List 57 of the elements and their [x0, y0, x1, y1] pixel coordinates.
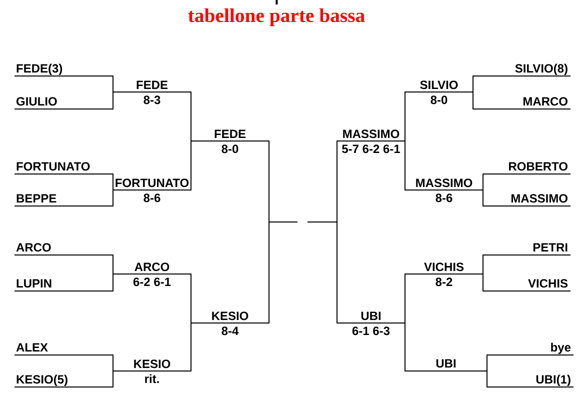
player-slot: bye: [486, 342, 574, 356]
match-slot: ARCO 6-2 6-1: [112, 262, 192, 286]
player-slot: MARCO: [472, 97, 570, 110]
bracket-line: [112, 370, 114, 388]
bracket-line: [404, 274, 406, 324]
match-slot: KESIO 8-4: [190, 312, 270, 336]
player-slot: ARCO: [14, 243, 114, 256]
bracket-line: [112, 76, 114, 92]
player-slot: ALEX: [14, 343, 114, 356]
bracket-line: [336, 222, 338, 324]
bracket-line: [112, 174, 114, 190]
bracket-line: [112, 274, 114, 292]
player-slot: LUPIN: [14, 279, 114, 292]
bracket-line: [486, 370, 488, 388]
player-slot: MASSIMO: [482, 194, 570, 206]
bracket-line: [268, 140, 270, 222]
bracket-line: [336, 140, 338, 222]
match-slot: MASSIMO 8-6: [404, 178, 484, 202]
bracket-line: [112, 92, 114, 110]
match-slot: MASSIMO 5-7 6-2 6-1: [336, 130, 406, 154]
player-slot: VICHIS: [482, 279, 570, 292]
bracket-line: [404, 140, 406, 190]
bracket-line: [190, 92, 192, 142]
title: tabellone parte bassa: [188, 8, 365, 26]
bracket-line: [486, 354, 488, 372]
bracket-line: [482, 274, 484, 292]
match-slot: VICHIS 8-2: [404, 262, 484, 286]
bracket-line: [268, 222, 270, 324]
bracket-line: [404, 322, 406, 372]
player-slot: SILVIO(8): [472, 64, 570, 76]
bracket-line: [482, 190, 484, 206]
player-slot: FEDE(3): [14, 64, 114, 76]
player-slot: UBI(1): [486, 374, 574, 388]
bracket-line: [112, 254, 114, 274]
bracket-line: [472, 92, 474, 110]
player-slot: BEPPE: [14, 194, 114, 206]
player-slot: ROBERTO: [482, 162, 570, 174]
match-slot: KESIO rit.: [112, 360, 192, 384]
player-slot: FORTUNATO: [14, 162, 114, 174]
bracket-line: [404, 92, 406, 142]
bracket-line: [190, 274, 192, 324]
bracket-line: [472, 76, 474, 92]
player-slot: KESIO(5): [14, 374, 114, 388]
bracket-line: [190, 322, 192, 372]
player-slot: GIULIO: [14, 97, 114, 110]
bracket-line: [190, 140, 192, 190]
bracket-line: [112, 354, 114, 372]
player-slot: PETRI: [482, 243, 570, 256]
bracket-line: [482, 174, 484, 190]
bracket-line: [482, 254, 484, 274]
match-slot: UBI: [404, 359, 488, 372]
match-slot: SILVIO 8-0: [404, 80, 474, 104]
bracket-line: [112, 190, 114, 206]
match-slot: FEDE 8-3: [112, 80, 192, 104]
match-slot: UBI 6-1 6-3: [336, 312, 406, 336]
match-slot: FEDE 8-0: [190, 130, 270, 154]
match-slot: FORTUNATO 8-6: [112, 178, 192, 202]
